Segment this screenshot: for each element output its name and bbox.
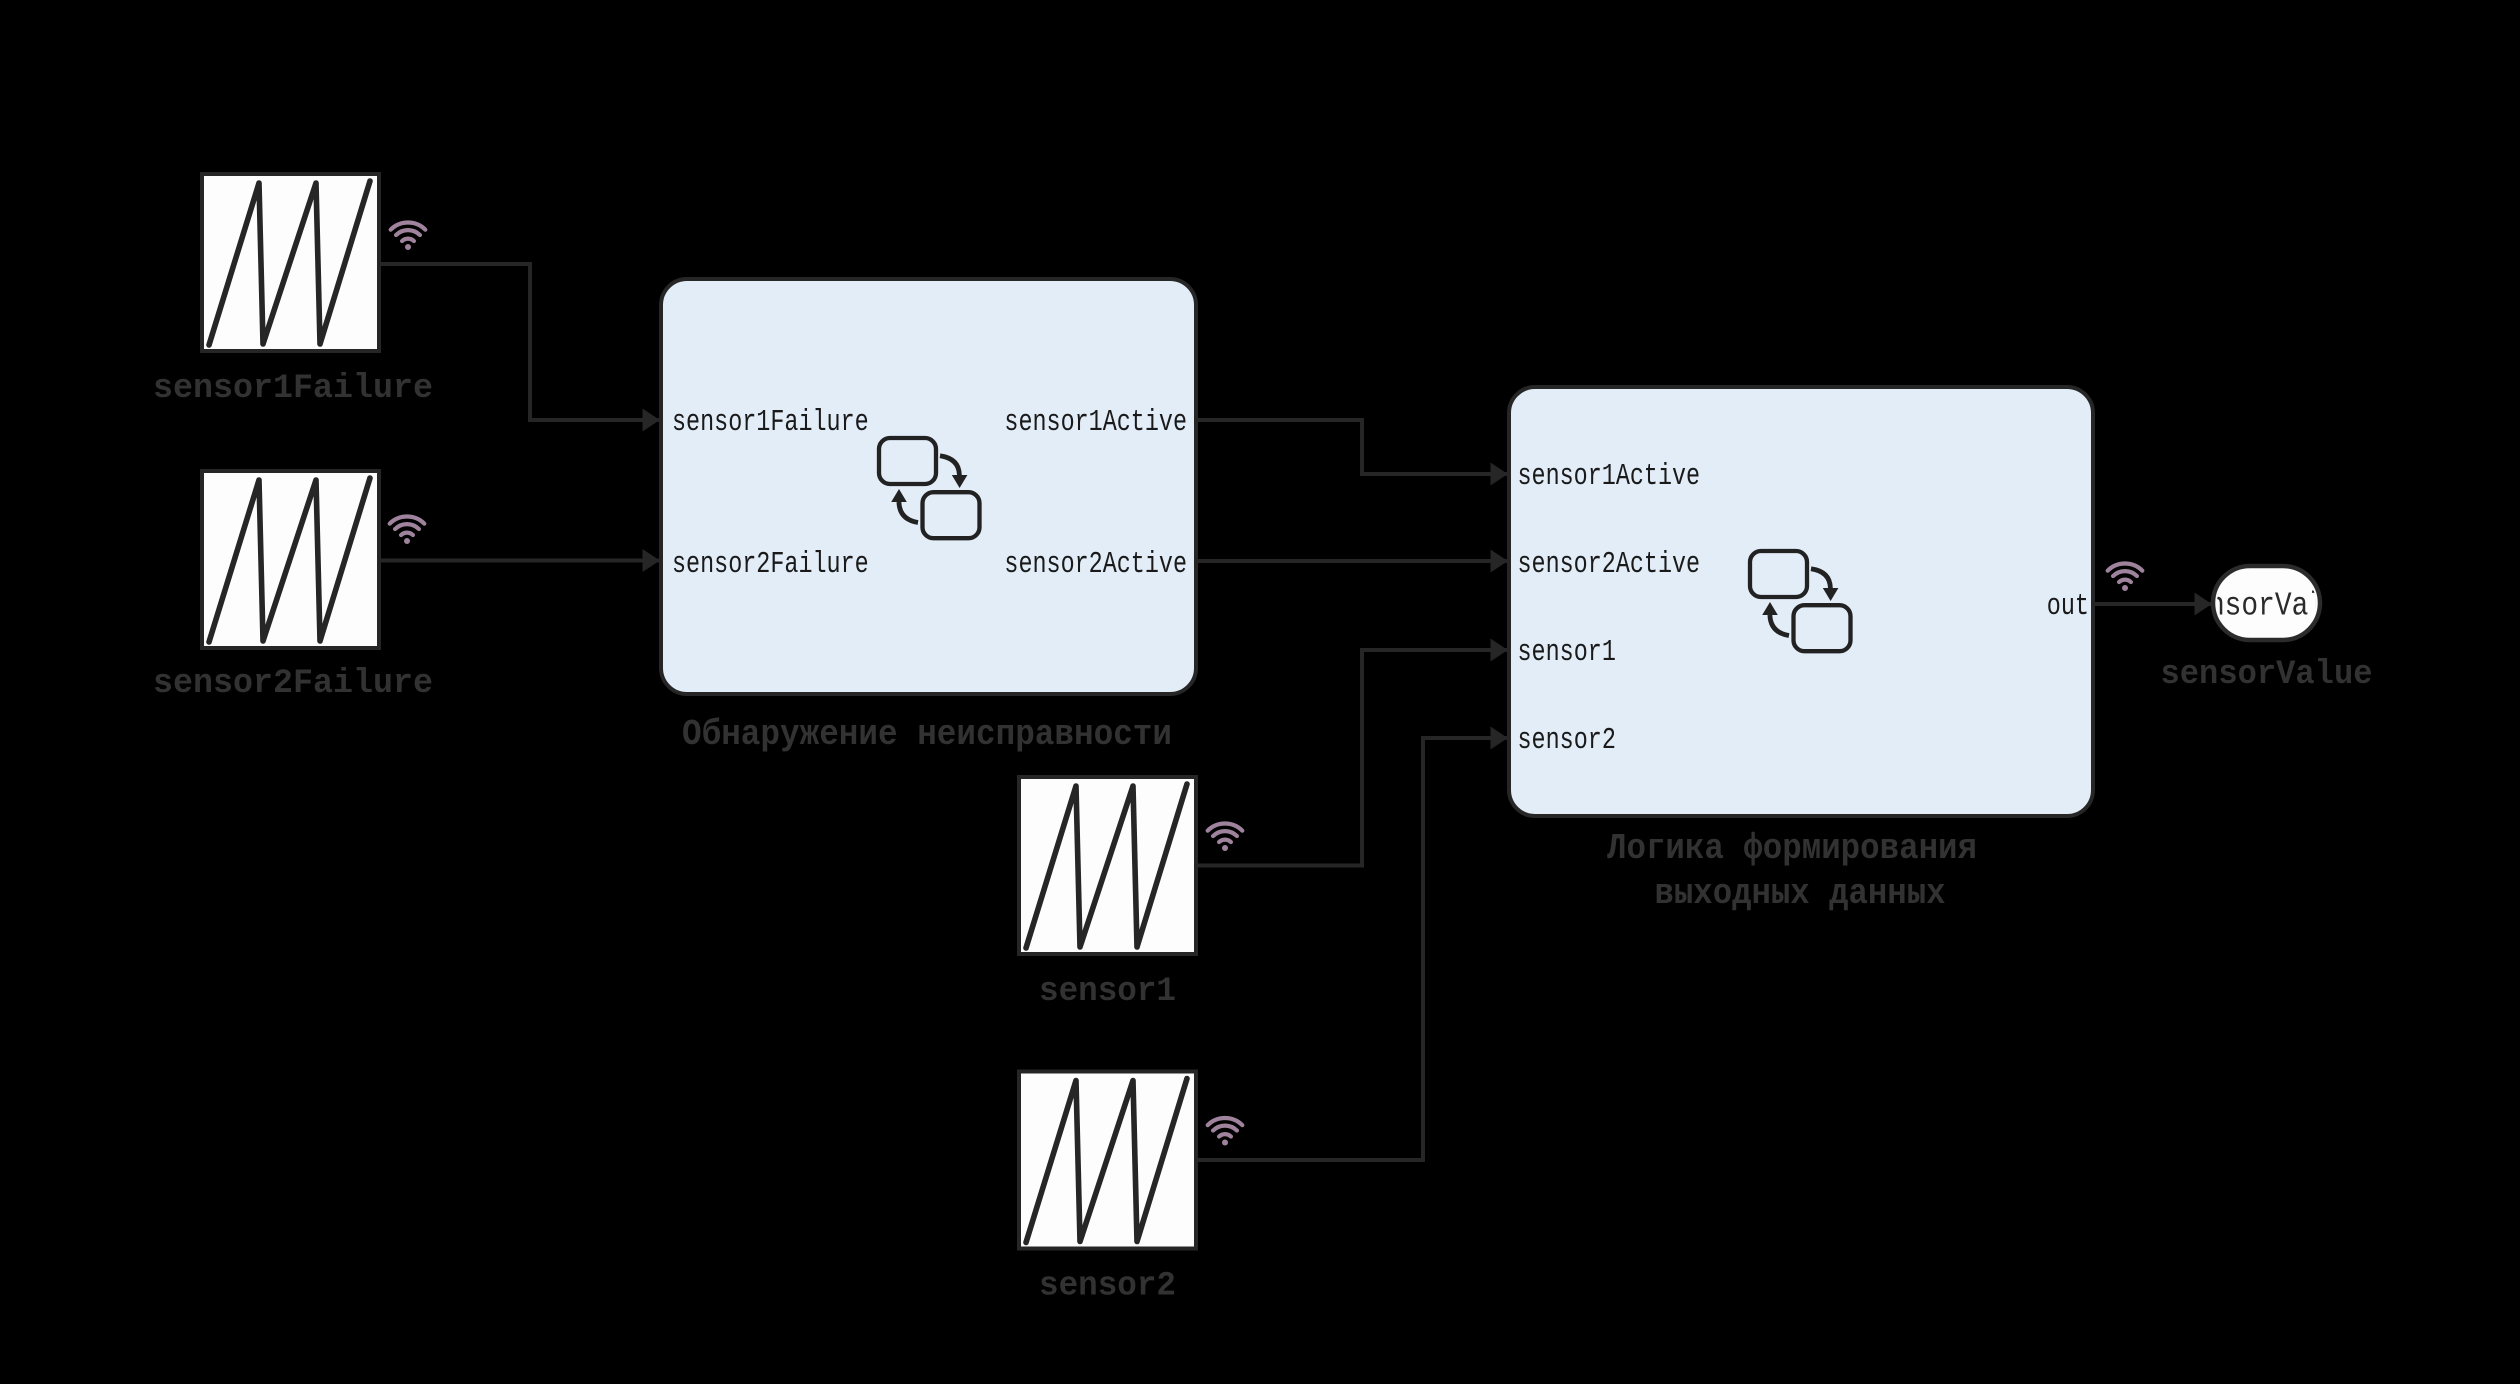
- svg-text:sensor2Failure: sensor2Failure: [153, 665, 433, 703]
- svg-text:Логика формирования: Логика формирования: [1607, 828, 1977, 869]
- svg-text:выходных данных: выходных данных: [1655, 873, 1946, 914]
- svg-text:sensorValue: sensorValue: [2161, 656, 2373, 694]
- svg-text:sensor1: sensor1: [1039, 973, 1176, 1011]
- svg-text:sensor2: sensor2: [1518, 723, 1616, 758]
- svg-text:sensor2Failure: sensor2Failure: [672, 547, 869, 582]
- svg-text:sensor1: sensor1: [1518, 635, 1616, 670]
- svg-text:sensor2: sensor2: [1039, 1268, 1176, 1306]
- svg-text:sensorValue: sensorValue: [2175, 588, 2359, 625]
- svg-text:sensor1Failure: sensor1Failure: [672, 405, 869, 440]
- svg-text:sensor1Active: sensor1Active: [1518, 459, 1701, 494]
- svg-text:sensor1Failure: sensor1Failure: [153, 370, 433, 408]
- svg-text:sensor2Active: sensor2Active: [1004, 547, 1187, 582]
- svg-text:sensor1Active: sensor1Active: [1004, 405, 1187, 440]
- svg-text:Обнаружение неисправности: Обнаружение неисправности: [682, 714, 1172, 755]
- svg-text:out: out: [2047, 589, 2089, 624]
- svg-text:sensor2Active: sensor2Active: [1518, 547, 1701, 582]
